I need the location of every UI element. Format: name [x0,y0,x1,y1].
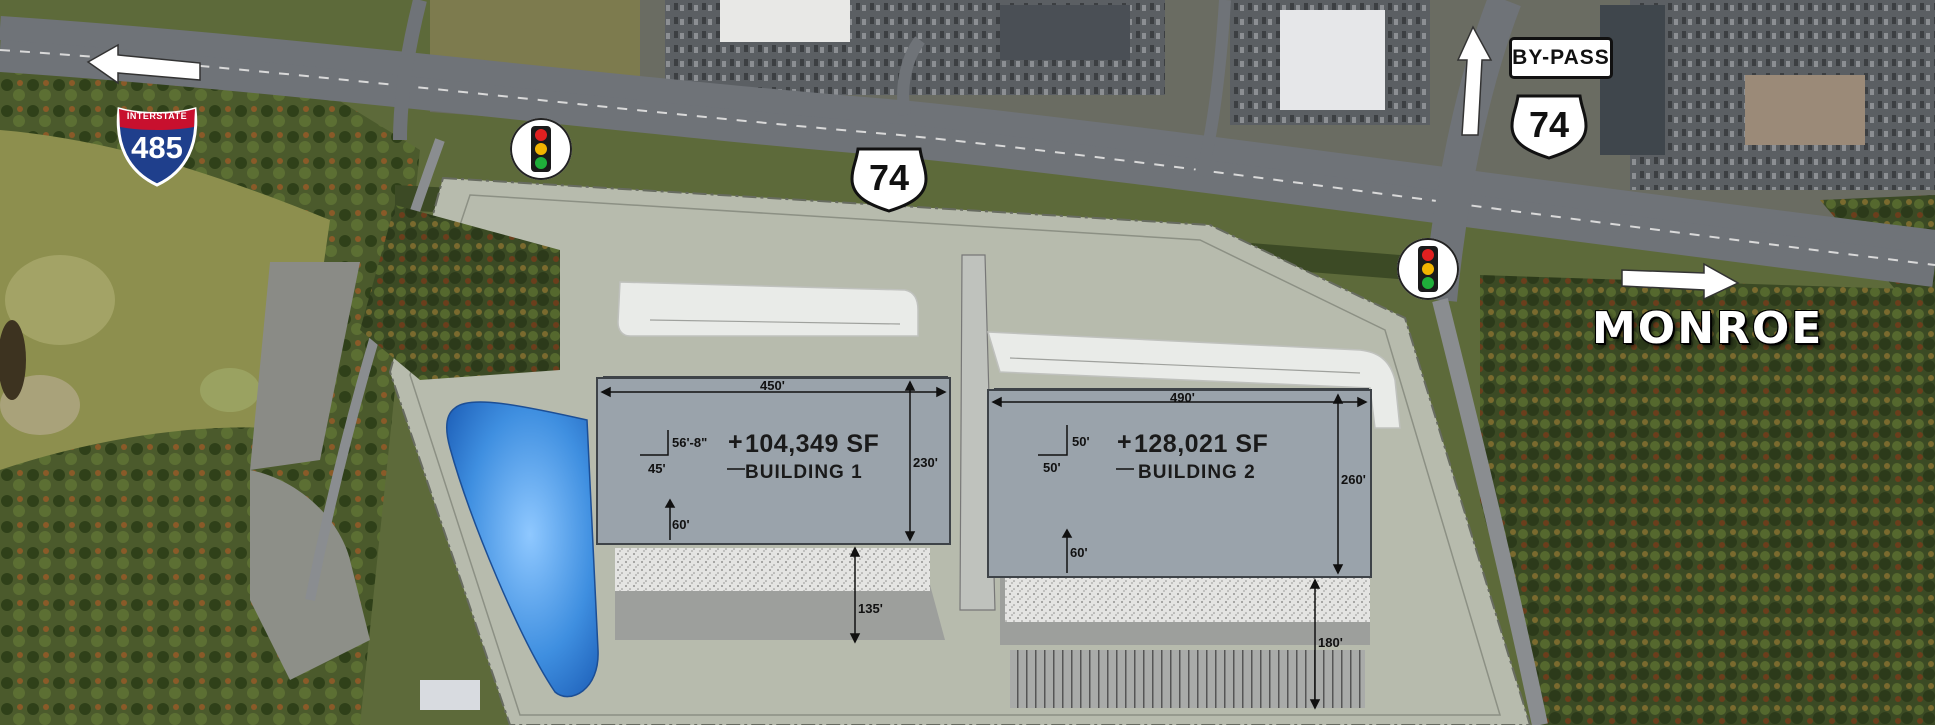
west-parking [250,262,360,470]
property-line [388,176,1532,725]
green-signal [1422,277,1434,289]
building-1-column-spacing: 56'-8" [672,435,708,450]
us-74-bypass-number: 74 [1528,104,1570,145]
building-2-bay-spacing: 50' [1043,460,1061,475]
arrow-left-icon [86,43,201,85]
building-1-width: 450' [760,378,785,393]
trailer-parking [1010,650,1365,708]
interstate-label: INTERSTATE [126,111,188,121]
building-2-truck-court: 180' [1318,635,1343,650]
interstate-shield-shape [116,107,198,187]
site-trees [360,205,560,380]
parking-bar-north-2 [986,331,1401,429]
dock-apron-2 [1005,578,1370,622]
east-forest [1480,275,1935,725]
access-drive [960,255,995,610]
east-side-road [1432,298,1548,725]
interstate-shield-icon: INTERSTATE 485 [115,103,199,187]
building-1-depth: 230' [913,455,938,470]
building-1-edge [603,376,948,379]
north-connector [1194,0,1231,178]
monroe-label: MONROE [1592,303,1824,354]
red-signal [1422,249,1434,261]
traffic-light-housing [1418,246,1438,292]
yellow-signal [1422,263,1434,275]
building-1-bay-spacing: 45' [648,461,666,476]
dock-apron-1 [615,548,930,591]
dimension-lines [600,380,1368,710]
yellow-signal [535,143,547,155]
building-2-roof [987,389,1372,578]
north-connector [897,36,925,117]
commercial-building [1000,5,1130,60]
commercial-building [1280,10,1385,110]
road-centerline [0,49,1935,266]
building-1-speed-bay: 60' [672,517,690,532]
building-2-width: 490' [1170,390,1195,405]
building-2-area: 128,021 SF [1134,430,1269,458]
building-2-name: BUILDING 2 [1138,462,1256,483]
building-1-name: BUILDING 1 [745,462,863,483]
arrow-up-icon [1456,25,1493,136]
building-2-depth: 260' [1341,472,1366,487]
access-drive-edge [959,254,996,611]
us-route-shield-icon: 74 [850,145,928,213]
traffic-light-housing [531,126,551,172]
west-building [420,680,480,710]
retention-pond [445,401,599,698]
parking-stalls [649,319,1361,374]
arrow-right-icon [1621,262,1740,301]
us-shield-shape [1510,94,1588,160]
building-2-speed-bay: 60' [1070,545,1088,560]
building-2-plus-minus: + [1117,428,1132,456]
commercial-building [1745,75,1865,145]
building-1-area: 104,349 SF [745,430,880,458]
building-2-edge [994,388,1369,391]
bypass-sign: BY-PASS [1509,37,1613,79]
parking-bar-north-1 [617,281,919,337]
commercial-building [720,0,850,42]
traffic-light-icon [1397,238,1459,300]
red-signal [535,129,547,141]
interstate-shield-top [119,109,195,130]
interstate-number: 485 [131,130,183,165]
green-signal [535,157,547,169]
us-shield-shape [850,147,928,213]
building-1-truck-court: 135' [858,601,883,616]
setback-line [409,194,1502,716]
building-1-roof [596,377,951,545]
us-route-shield-icon: 74 [1510,92,1588,160]
golf-green [5,255,115,345]
golf-green [200,368,260,412]
traffic-light-icon [510,118,572,180]
building-2-column-spacing: 50' [1072,434,1090,449]
us-shield-body [850,147,928,213]
us-shield-body [1510,94,1588,160]
us-74-number: 74 [868,157,910,198]
north-connector [393,0,427,141]
building-1-plus-minus: + [728,428,743,456]
commercial-building [1600,5,1665,155]
golf-pond [0,320,26,400]
